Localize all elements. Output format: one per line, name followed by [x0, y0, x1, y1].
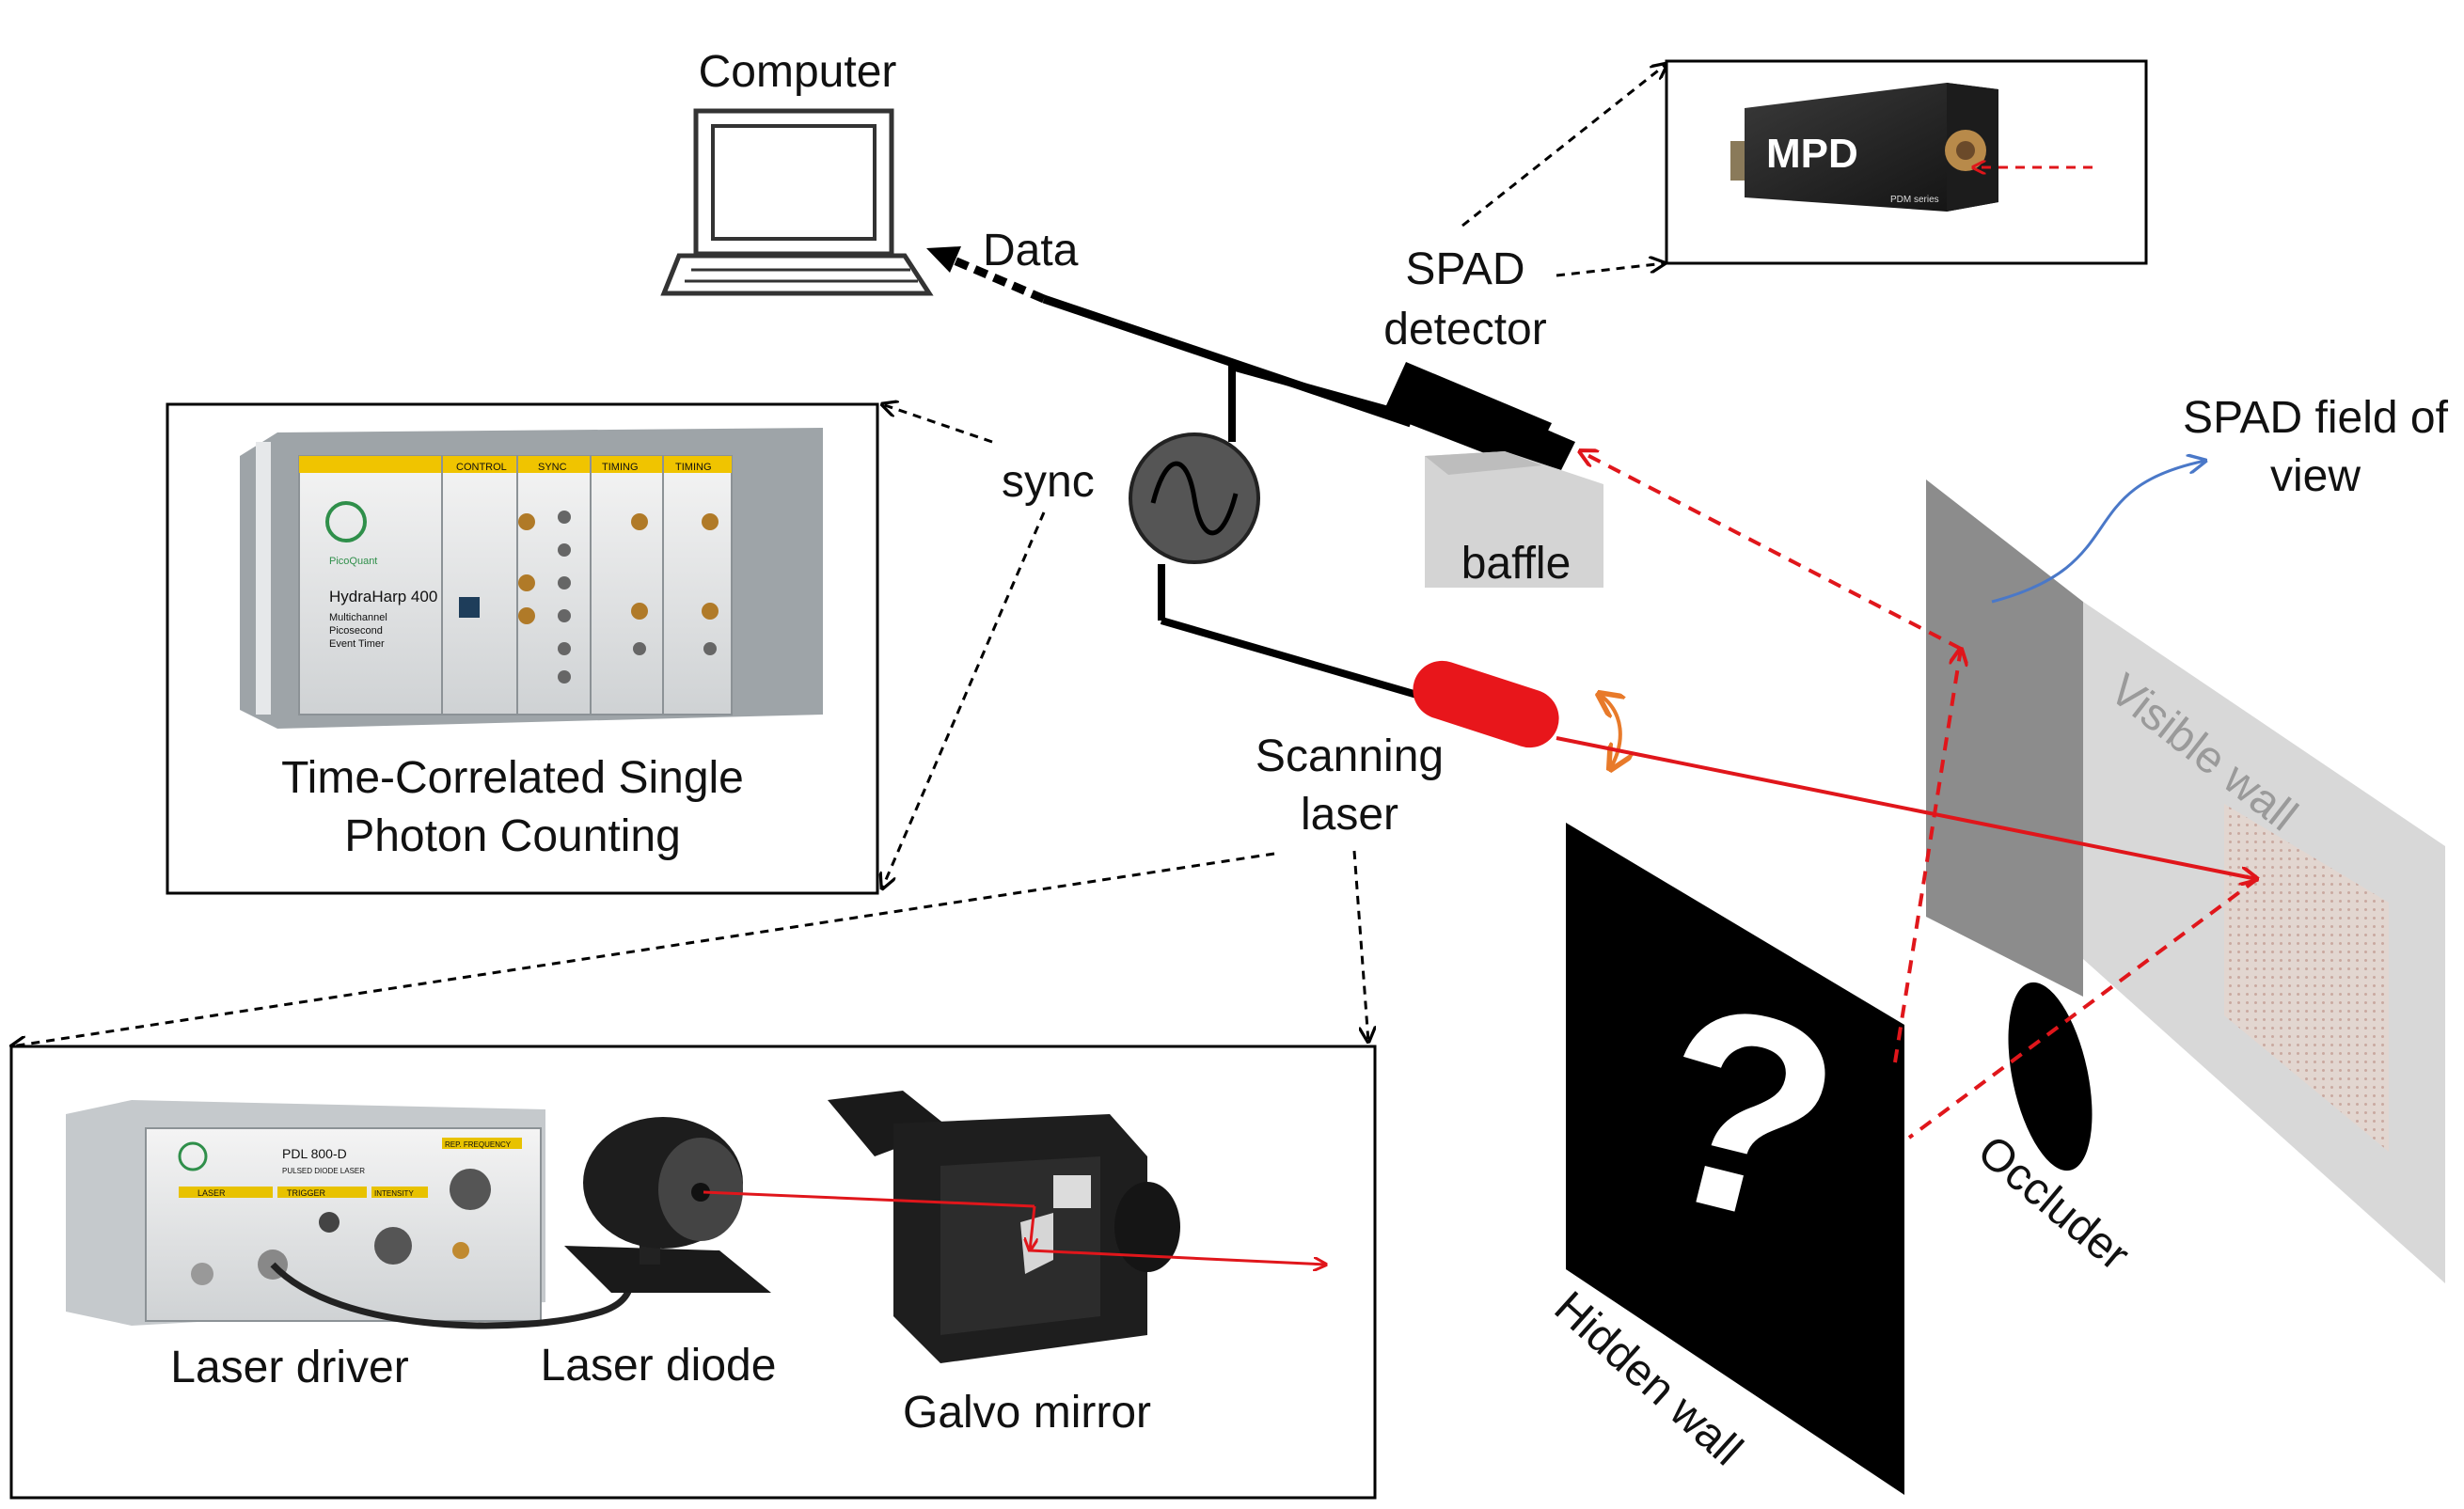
pdl-intensity: INTENSITY [374, 1189, 414, 1198]
hh-timing-2: TIMING [675, 462, 712, 473]
occluder-shape [2008, 982, 2093, 1171]
pdl-trigger: TRIGGER [287, 1188, 326, 1198]
galvo-mirror-label: Galvo mirror [903, 1388, 1151, 1438]
tcspc-panel: CONTROL SYNC TIMING TIMING PicoQuant Hyd… [166, 402, 879, 895]
laser-diode-device [564, 1117, 771, 1293]
hh-sub1: Multichannel [329, 612, 387, 623]
spad-detector-icon [1382, 362, 1575, 470]
data-label: Data [983, 226, 1079, 275]
galvo-mirror-device [828, 1091, 1180, 1363]
hh-sub3: Event Timer [329, 638, 385, 650]
pdl-sub: PULSED DIODE LASER [282, 1167, 365, 1175]
tcspc-label-line2: Photon Counting [344, 811, 681, 861]
mpd-series: PDM series [1890, 195, 1939, 205]
laser-callout-arrows [11, 850, 1368, 1046]
baffle-shape [1425, 451, 1603, 588]
hh-sub2: Picosecond [329, 625, 383, 637]
hh-title: HydraHarp 400 [329, 588, 437, 605]
mpd-detector-panel: MPD PDM series [1665, 59, 2148, 265]
spad-callout-arrows [1461, 64, 1666, 277]
return-path-dashed [1580, 451, 2259, 1140]
scanning-laser-label-line2: laser [1301, 790, 1398, 840]
spad-fov-label-line2: view [2270, 451, 2361, 501]
hh-timing-1: TIMING [602, 462, 639, 473]
scanning-laser-label-line1: Scanning [1256, 731, 1444, 781]
visible-wall [2083, 602, 2445, 1283]
inset-beam [703, 1190, 1326, 1265]
laser-beam [1556, 736, 2257, 879]
mpd-logo: MPD [1766, 131, 1858, 177]
scanning-laser-icon [1413, 660, 1559, 748]
sync-label: sync [1002, 457, 1095, 507]
pdl-laser: LASER [197, 1188, 226, 1198]
pdl-rep: REP. FREQUENCY [445, 1140, 512, 1149]
rotation-arrow-icon [1599, 694, 1620, 769]
baffle-label: baffle [1461, 539, 1572, 589]
spad-detector-label-line1: SPAD [1405, 244, 1524, 294]
hh-brand: PicoQuant [329, 556, 377, 567]
computer-label: Computer [699, 47, 897, 97]
laser-driver-device: PDL 800-D PULSED DIODE LASER LASER TRIGG… [66, 1100, 545, 1326]
sync-wiring [1158, 363, 1422, 699]
laser-system-panel: PDL 800-D PULSED DIODE LASER LASER TRIGG… [9, 1045, 1377, 1500]
spad-detector-label-line2: detector [1383, 305, 1546, 354]
hh-control: CONTROL [456, 462, 507, 473]
laser-diode-label: Laser diode [541, 1341, 777, 1391]
pdl-title: PDL 800-D [282, 1146, 347, 1161]
computer-icon [660, 108, 934, 296]
fov-arrow [1991, 461, 2205, 604]
spad-fov-label-line1: SPAD field of [2183, 393, 2449, 443]
sync-callout-arrows [882, 404, 1046, 888]
signal-generator-icon [1129, 432, 1260, 564]
hh-sync: SYNC [538, 462, 567, 473]
tcspc-label-line1: Time-Correlated Single [281, 753, 744, 803]
hidden-wall [1566, 823, 1904, 1495]
spad-fov-panel [1926, 479, 2083, 997]
laser-driver-label: Laser driver [170, 1343, 408, 1392]
